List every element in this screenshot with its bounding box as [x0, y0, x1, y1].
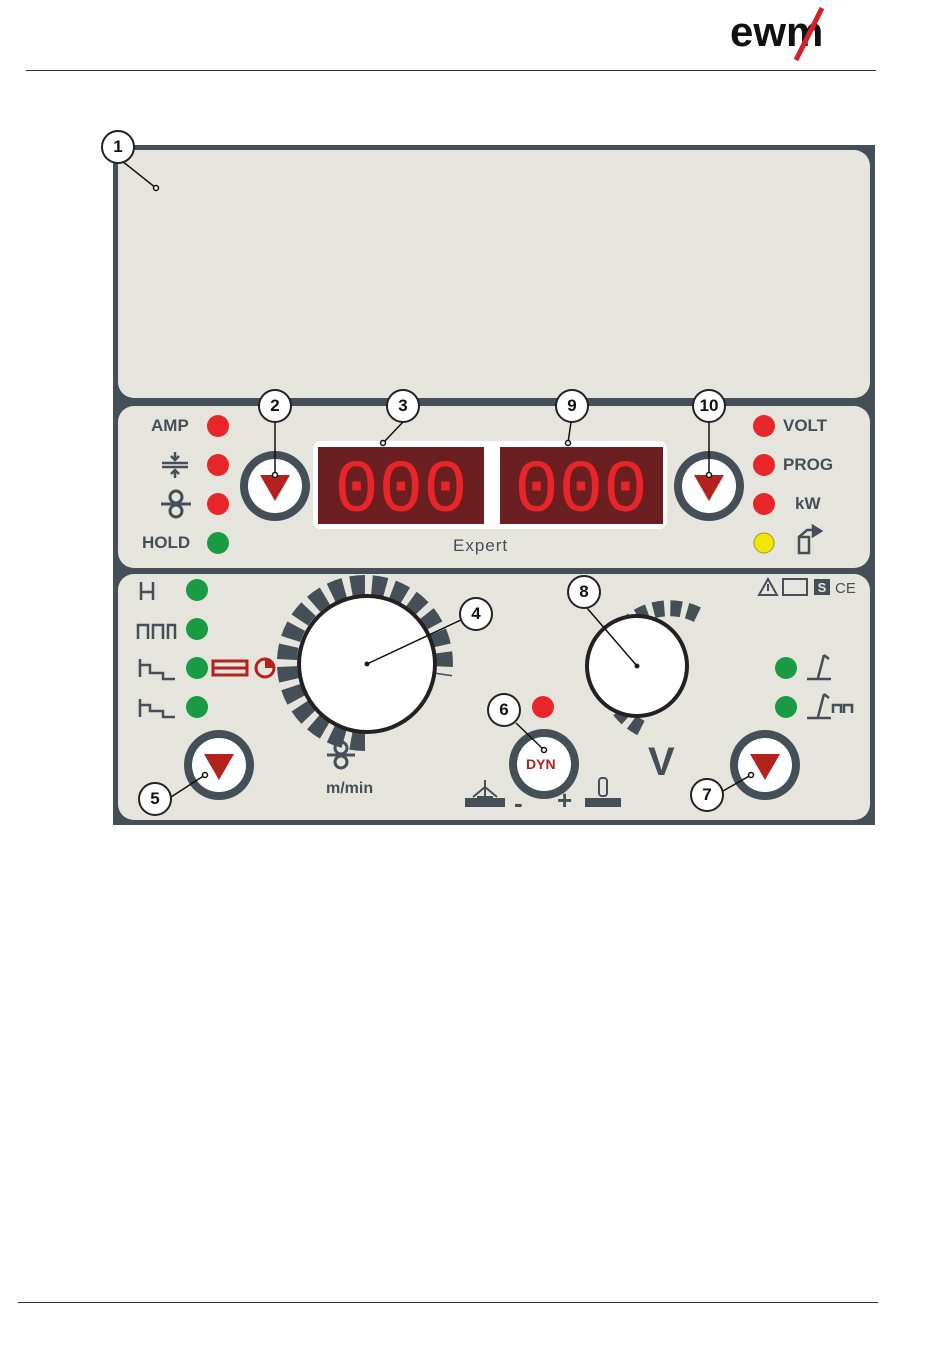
cover-area — [118, 150, 870, 398]
dyn-label: DYN — [526, 756, 556, 772]
welding-process-button[interactable] — [730, 730, 800, 800]
amp-label: AMP — [151, 416, 189, 436]
callout-8: 8 — [567, 575, 601, 609]
led-gas — [754, 533, 774, 553]
led-kw — [753, 493, 775, 515]
callout-10: 10 — [692, 389, 726, 423]
header-rule — [26, 70, 876, 71]
led-mode-4t — [186, 618, 208, 640]
callout-9: 9 — [555, 389, 589, 423]
display-right-value: 000 — [514, 450, 647, 534]
voltage-unit: V — [648, 740, 675, 785]
operating-mode-button[interactable] — [184, 730, 254, 800]
led-amp — [207, 415, 229, 437]
led-process-standard — [775, 657, 797, 679]
safety-mark-icon: S — [814, 579, 830, 595]
callout-3: 3 — [386, 389, 420, 423]
led-prog — [753, 454, 775, 476]
led-volt — [753, 415, 775, 437]
led-hold — [207, 532, 229, 554]
ewm-logo: ewm — [730, 6, 860, 62]
ce-mark-icon: CE — [835, 580, 856, 597]
led-process-pulse — [775, 696, 797, 718]
prog-label: PROG — [783, 455, 833, 475]
led-mode-2t — [186, 579, 208, 601]
kw-label: kW — [795, 494, 821, 514]
expert-label: Expert — [453, 536, 508, 556]
svg-text:S: S — [818, 580, 827, 595]
led-mode-special-2t — [186, 657, 208, 679]
display-left-value: 000 — [334, 450, 467, 534]
led-wire — [207, 493, 229, 515]
footer-rule — [18, 1302, 878, 1303]
hold-label: HOLD — [142, 533, 190, 553]
callout-1: 1 — [101, 130, 135, 164]
led-thickness — [207, 454, 229, 476]
led-mode-special-4t — [186, 696, 208, 718]
dyn-plus-label: + — [557, 785, 572, 816]
callout-4: 4 — [459, 597, 493, 631]
callout-7: 7 — [690, 778, 724, 812]
callout-5: 5 — [138, 782, 172, 816]
callout-2: 2 — [258, 389, 292, 423]
volt-label: VOLT — [783, 416, 827, 436]
callout-6: 6 — [487, 693, 521, 727]
dyn-minus-label: - — [514, 788, 523, 819]
wire-speed-unit: m/min — [326, 780, 373, 798]
led-dyn — [532, 696, 554, 718]
